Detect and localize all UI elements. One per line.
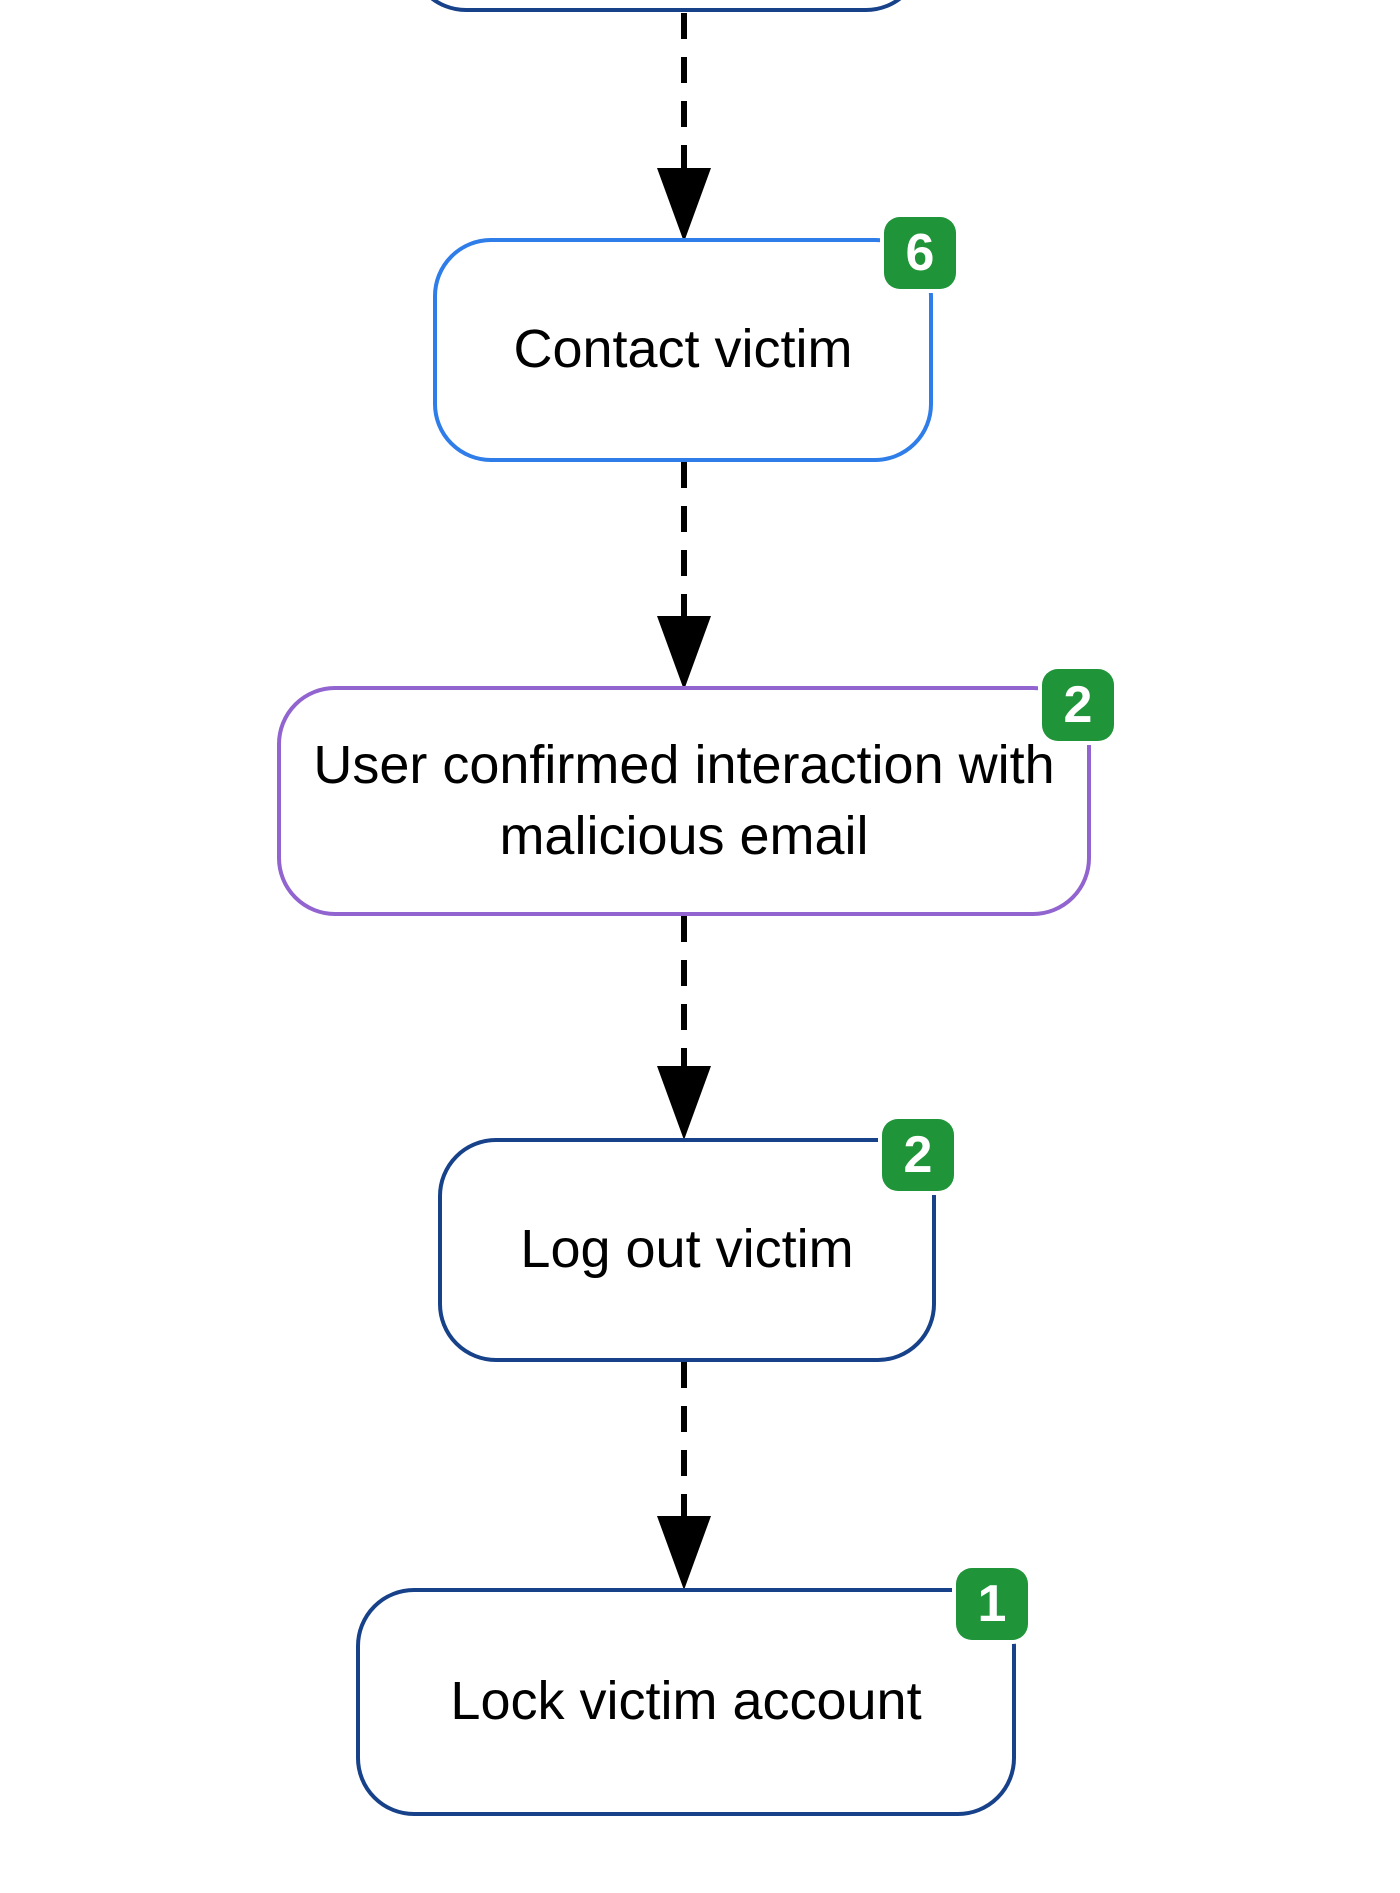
node-truncated-top[interactable] xyxy=(408,0,924,12)
node-log-out-victim[interactable]: Log out victim 2 xyxy=(438,1119,954,1362)
arrowhead-down-icon xyxy=(657,616,711,690)
dashed-line xyxy=(681,1362,687,1520)
node-label: Contact victim xyxy=(513,319,853,380)
connector-arrow-2 xyxy=(657,462,711,690)
count-badge: 1 xyxy=(956,1568,1028,1640)
connector-arrow-4 xyxy=(657,1362,711,1590)
node-label: Log out victim xyxy=(520,1219,854,1280)
arrowhead-down-icon xyxy=(657,1066,711,1140)
node-user-confirmed-interaction[interactable]: User confirmed interaction with maliciou… xyxy=(277,669,1114,916)
dashed-line xyxy=(681,916,687,1070)
connector-arrow-3 xyxy=(657,916,711,1140)
node-lock-victim-account[interactable]: Lock victim account 1 xyxy=(356,1568,1028,1816)
node-label: User confirmed interaction with maliciou… xyxy=(313,734,1055,866)
arrowhead-down-icon xyxy=(657,168,711,242)
arrowhead-down-icon xyxy=(657,1516,711,1590)
node-contact-victim[interactable]: Contact victim 6 xyxy=(433,217,956,462)
count-badge: 2 xyxy=(882,1119,954,1191)
dashed-line xyxy=(681,13,687,173)
count-badge: 2 xyxy=(1042,669,1114,741)
dashed-line xyxy=(681,462,687,620)
connector-arrow-1 xyxy=(657,13,711,242)
node-label: Lock victim account xyxy=(450,1671,922,1732)
count-badge: 6 xyxy=(884,217,956,289)
